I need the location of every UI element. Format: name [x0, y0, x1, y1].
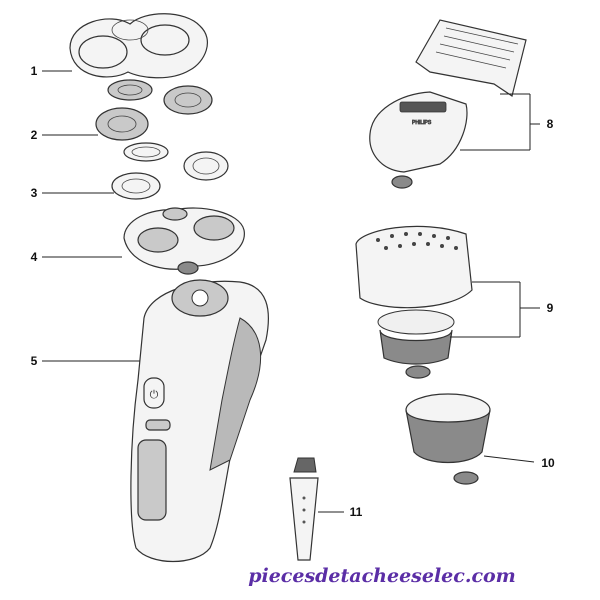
shaving-head-frame — [69, 13, 208, 79]
callout-5: 5 — [31, 354, 38, 368]
callout-2: 2 — [31, 128, 38, 142]
watermark: piecesdetacheeselec.com — [248, 565, 516, 587]
trimmer-attachment: PHILIPS — [369, 19, 527, 189]
callout-1: 1 — [31, 64, 38, 78]
callout-9: 9 — [547, 301, 554, 315]
svg-text:⏻: ⏻ — [150, 388, 159, 401]
leader-lines — [42, 70, 540, 513]
callout-4: 4 — [31, 250, 38, 264]
callout-10: 10 — [541, 456, 555, 470]
callout-11: 11 — [350, 505, 363, 519]
trimmer-brand-text: PHILIPS — [412, 120, 432, 126]
cleansing-brush — [355, 225, 473, 379]
head-holder — [123, 207, 245, 275]
power-button-icon — [143, 377, 165, 409]
shaving-cutters — [95, 79, 213, 141]
callout-8: 8 — [547, 117, 554, 131]
massage-attachment — [405, 393, 491, 485]
retaining-rings — [111, 142, 229, 200]
cleaning-brush — [289, 457, 319, 561]
callout-3: 3 — [31, 186, 38, 200]
shaver-handle: ⏻ — [130, 279, 269, 563]
